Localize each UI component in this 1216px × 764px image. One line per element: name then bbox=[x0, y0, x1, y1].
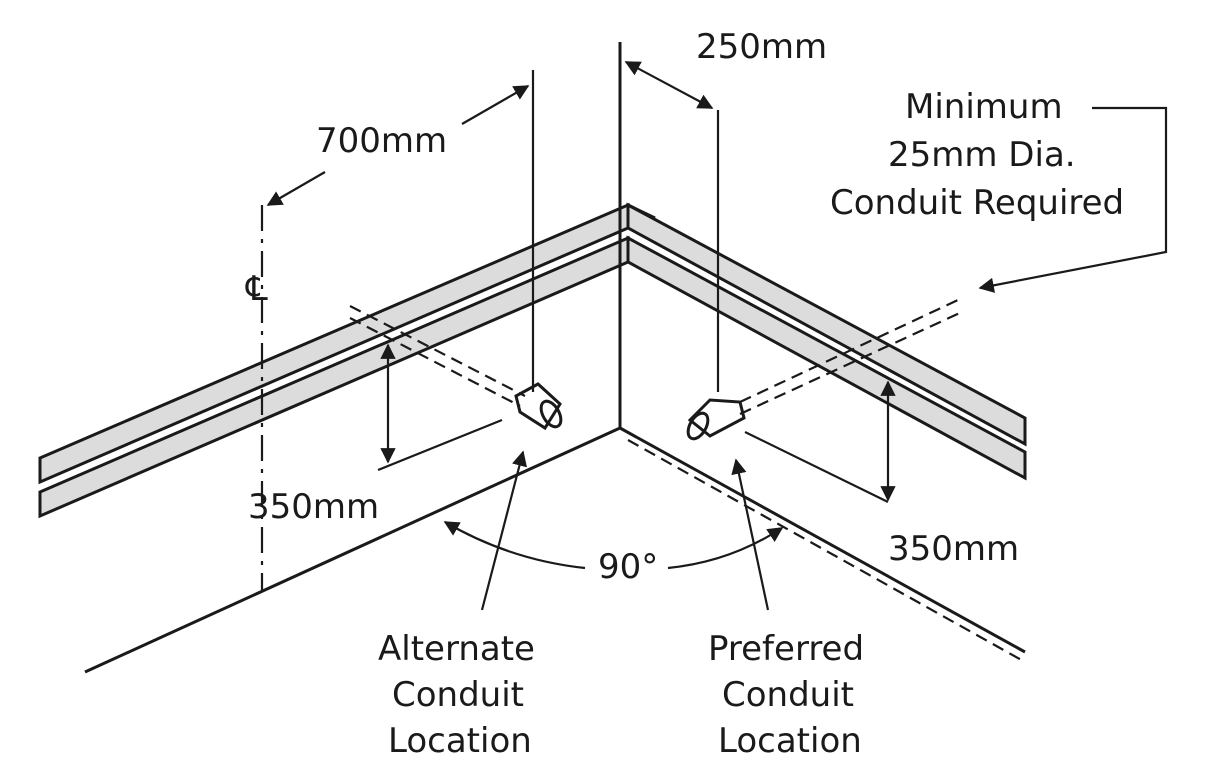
dim-350-right-label: 350mm bbox=[888, 529, 1019, 569]
angle-90-label: 90° bbox=[598, 547, 658, 587]
conduit-note-line2: 25mm Dia. bbox=[888, 135, 1076, 175]
preferred-line2: Conduit bbox=[722, 675, 854, 715]
preferred-label: Preferred Conduit Location bbox=[708, 458, 864, 761]
alternate-line2: Conduit bbox=[392, 675, 524, 715]
alternate-line1: Alternate bbox=[378, 629, 535, 669]
left-wall-band bbox=[38, 202, 630, 519]
preferred-line1: Preferred bbox=[708, 629, 864, 669]
alternate-label: Alternate Conduit Location bbox=[378, 450, 535, 761]
conduit-note-line3: Conduit Required bbox=[830, 183, 1124, 223]
alternate-line3: Location bbox=[388, 721, 532, 761]
alternate-conduit bbox=[349, 305, 563, 431]
conduit-note: Minimum 25mm Dia. Conduit Required bbox=[830, 87, 1168, 293]
dim-250-label: 250mm bbox=[696, 27, 827, 67]
preferred-conduit bbox=[686, 299, 963, 441]
centerline-symbol: ℄ bbox=[245, 269, 268, 309]
centerline: ℄ bbox=[245, 205, 268, 590]
angle-90: 90° bbox=[443, 521, 784, 587]
preferred-line3: Location bbox=[718, 721, 862, 761]
dim-700-label: 700mm bbox=[316, 121, 447, 161]
floor-lines bbox=[84, 426, 1026, 674]
right-wall-band bbox=[626, 202, 1027, 481]
conduit-note-line1: Minimum bbox=[905, 87, 1063, 127]
dim-350-right: 350mm bbox=[744, 380, 1019, 569]
dim-250: 250mm bbox=[624, 27, 827, 109]
dim-700: 700mm bbox=[266, 85, 530, 206]
dim-350-left-label: 350mm bbox=[248, 487, 379, 527]
dim-350-left: 350mm bbox=[248, 343, 503, 527]
